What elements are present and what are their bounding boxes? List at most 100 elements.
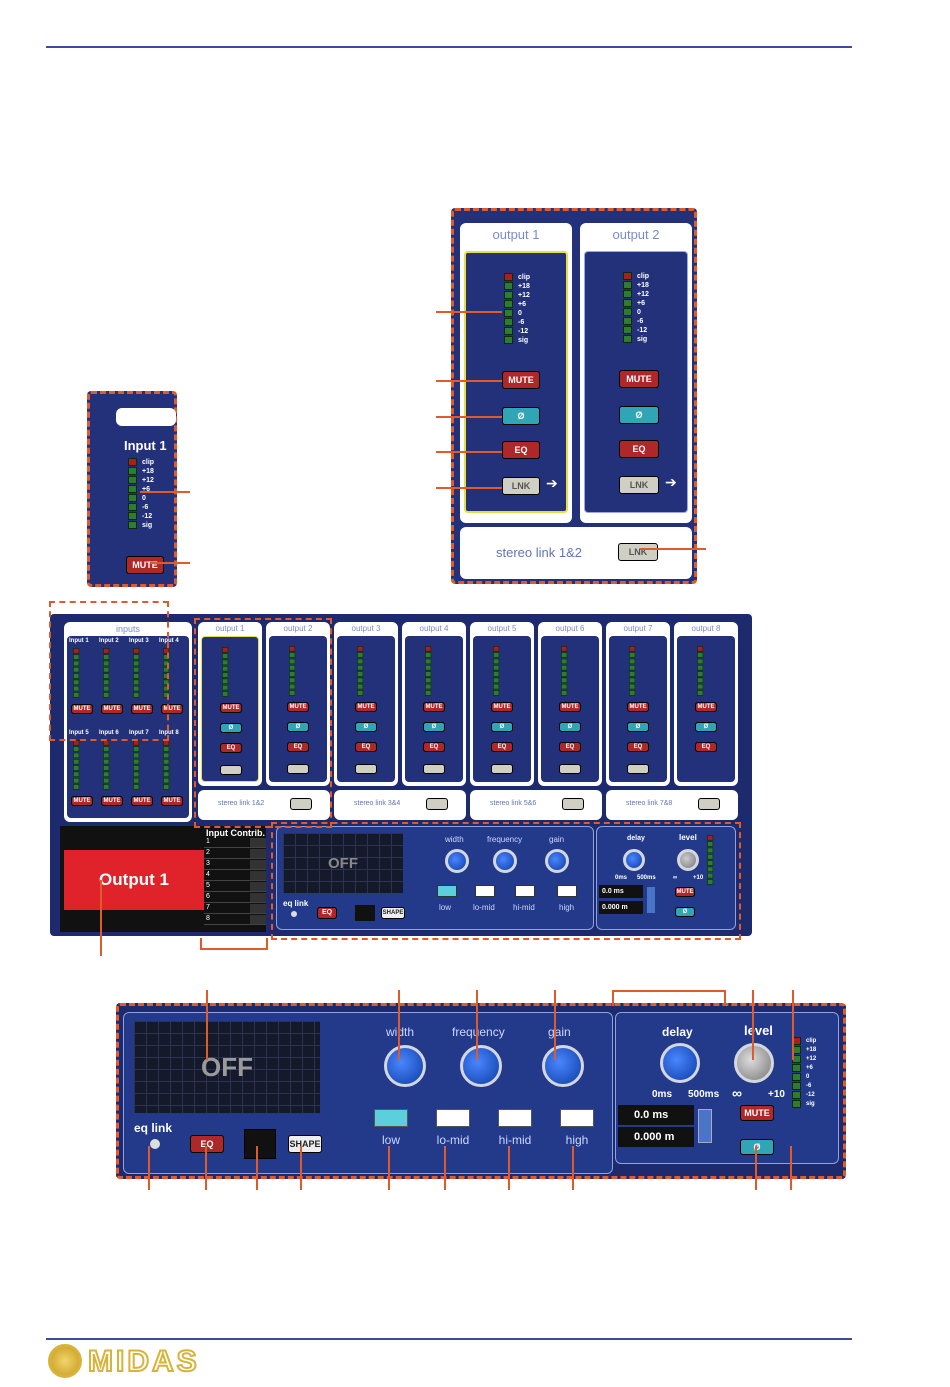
output-mute-button[interactable]: MUTE [355, 702, 377, 712]
width-knob[interactable] [445, 849, 469, 873]
output-link-button[interactable] [287, 764, 309, 774]
stereo-link-button[interactable]: LNK [618, 543, 658, 561]
delay-m-field[interactable]: 0.000 m [599, 901, 643, 914]
output-eq-button[interactable]: EQ [287, 742, 309, 752]
output-1-eq-button[interactable]: EQ [502, 441, 540, 459]
output-phase-button[interactable]: Ø [695, 722, 717, 732]
output-eq-button[interactable]: EQ [627, 742, 649, 752]
delay-zoom-ms-field[interactable]: 0.0 ms [618, 1105, 694, 1125]
input-mute-button[interactable]: MUTE [161, 796, 183, 806]
output-link-button[interactable] [559, 764, 581, 774]
level-zoom-mute-button[interactable]: MUTE [740, 1105, 774, 1121]
shape-zoom-button[interactable]: SHAPE [288, 1135, 322, 1153]
input-mute-button[interactable]: MUTE [161, 704, 183, 714]
output-link-button[interactable] [491, 764, 513, 774]
output-2-link-button[interactable]: LNK [619, 476, 659, 494]
delay-zoom-knob[interactable] [660, 1043, 700, 1083]
output-phase-button[interactable]: Ø [627, 722, 649, 732]
output-eq-button[interactable]: EQ [355, 742, 377, 752]
gain-label: gain [549, 835, 565, 844]
delay-knob[interactable] [623, 849, 645, 871]
eq-button[interactable]: EQ [317, 907, 337, 919]
output-link-button[interactable] [423, 764, 445, 774]
output-1-link-button[interactable]: LNK [502, 477, 540, 495]
stereo-link-box: stereo link 7&8 [606, 790, 738, 820]
output-2-phase-button[interactable]: Ø [619, 406, 659, 424]
stereo-link-button[interactable] [562, 798, 584, 810]
band-hi-mid-button[interactable] [515, 885, 535, 897]
stereo-link-button[interactable] [426, 798, 448, 810]
band-hi-mid-zoom-button[interactable] [498, 1109, 532, 1127]
output-mute-button[interactable]: MUTE [220, 703, 242, 713]
delay-stepper[interactable] [647, 887, 655, 913]
level-mute-button[interactable]: MUTE [675, 887, 695, 897]
output-link-button[interactable] [355, 764, 377, 774]
delay-level-section: delay level 0ms 500ms ∞ +10 0.0 ms 0.000… [596, 826, 736, 930]
output-2-mute-button[interactable]: MUTE [619, 370, 659, 388]
output-mute-button[interactable]: MUTE [287, 702, 309, 712]
input-1-mute-button[interactable]: MUTE [126, 556, 164, 574]
output-eq-button[interactable]: EQ [491, 742, 513, 752]
output-phase-button[interactable]: Ø [423, 722, 445, 732]
input-mute-button[interactable]: MUTE [71, 704, 93, 714]
level-phase-button[interactable]: Ø [675, 907, 695, 917]
input-mute-button[interactable]: MUTE [131, 796, 153, 806]
output-phase-button[interactable]: Ø [220, 723, 242, 733]
delay-ms-field[interactable]: 0.0 ms [599, 885, 643, 898]
output-phase-button[interactable]: Ø [287, 722, 309, 732]
output-1-mute-button[interactable]: MUTE [502, 371, 540, 389]
output-mute-button[interactable]: MUTE [559, 702, 581, 712]
stereo-link-button[interactable] [698, 798, 720, 810]
level-zoom-knob[interactable] [734, 1043, 774, 1083]
callout-line [476, 990, 478, 1060]
output-strip-title: output 7 [623, 624, 653, 633]
callout-line [100, 880, 102, 956]
delay-zoom-stepper[interactable] [698, 1109, 712, 1143]
band-low-button[interactable] [437, 885, 457, 897]
width-zoom-knob[interactable] [384, 1045, 426, 1087]
output-strip-body: MUTE Ø EQ [405, 636, 463, 782]
level-zoom-phase-button[interactable]: Ø [740, 1139, 774, 1155]
input-mute-button[interactable]: MUTE [101, 796, 123, 806]
output-mute-button[interactable]: MUTE [627, 702, 649, 712]
input-mute-button[interactable]: MUTE [131, 704, 153, 714]
eq-link-led[interactable] [291, 911, 297, 917]
delay-zoom-m-field[interactable]: 0.000 m [618, 1127, 694, 1147]
shape-button[interactable]: SHAPE [381, 907, 405, 919]
output-phase-button[interactable]: Ø [559, 722, 581, 732]
band-high-button[interactable] [557, 885, 577, 897]
gain-zoom-knob[interactable] [542, 1045, 584, 1087]
eq-zoom-button[interactable]: EQ [190, 1135, 224, 1153]
frequency-zoom-knob[interactable] [460, 1045, 502, 1087]
output-link-button[interactable] [220, 765, 242, 775]
band-high-zoom-button[interactable] [560, 1109, 594, 1127]
output-mute-button[interactable]: MUTE [695, 702, 717, 712]
output-mute-button[interactable]: MUTE [491, 702, 513, 712]
output-eq-button[interactable]: EQ [423, 742, 445, 752]
arrow-right-icon: ➔ [546, 475, 558, 491]
callout-line [150, 562, 190, 564]
eq-zoom-link-led[interactable] [150, 1139, 160, 1149]
gain-knob[interactable] [545, 849, 569, 873]
output-phase-button[interactable]: Ø [355, 722, 377, 732]
band-lo-mid-button[interactable] [475, 885, 495, 897]
frequency-knob[interactable] [493, 849, 517, 873]
output-eq-button[interactable]: EQ [220, 743, 242, 753]
level-knob[interactable] [677, 849, 699, 871]
output-2-eq-button[interactable]: EQ [619, 440, 659, 458]
input-mute-button[interactable]: MUTE [101, 704, 123, 714]
output-eq-button[interactable]: EQ [695, 742, 717, 752]
input-mute-button[interactable]: MUTE [71, 796, 93, 806]
output-phase-button[interactable]: Ø [491, 722, 513, 732]
output-eq-button[interactable]: EQ [559, 742, 581, 752]
callout-line [140, 491, 190, 493]
stereo-link-button[interactable] [290, 798, 312, 810]
output-link-button[interactable] [627, 764, 649, 774]
band-low-zoom-button[interactable] [374, 1109, 408, 1127]
output-1-phase-button[interactable]: Ø [502, 407, 540, 425]
band-lo-mid-zoom-button[interactable] [436, 1109, 470, 1127]
output-mute-button[interactable]: MUTE [423, 702, 445, 712]
